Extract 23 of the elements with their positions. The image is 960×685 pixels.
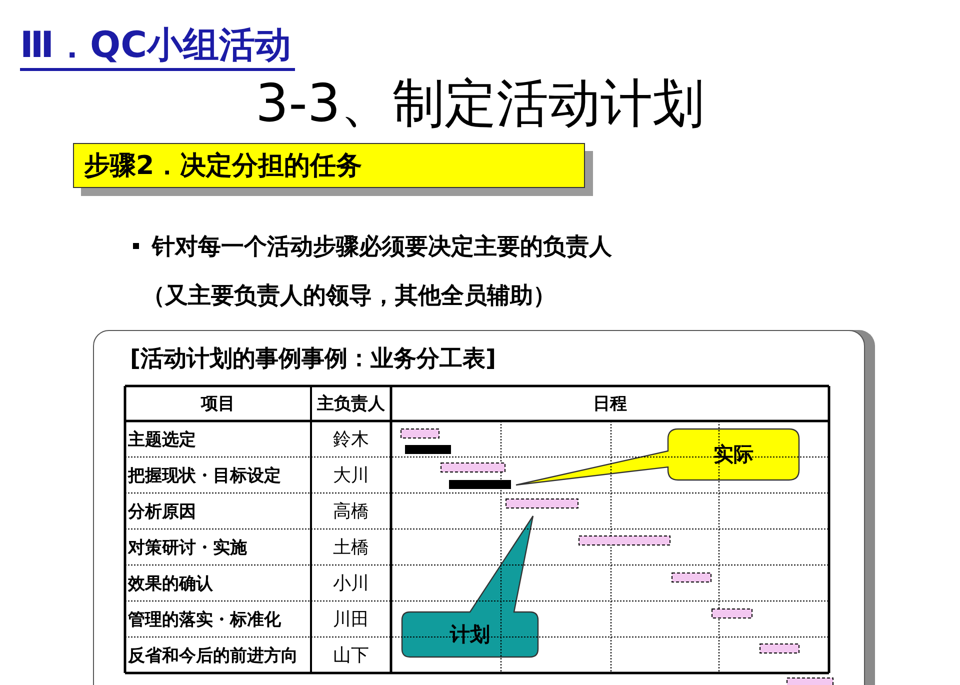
task-name: 把握现状・目标设定 xyxy=(128,465,282,488)
task-name: 对策研讨・实施 xyxy=(128,537,248,560)
owner-name: 土橋 xyxy=(332,536,370,560)
owner-name: 川田 xyxy=(332,608,370,632)
callout-box: 计划 xyxy=(402,516,538,657)
section-heading: Ⅲ．QC小组活动 xyxy=(20,24,296,71)
column-header: 日程 xyxy=(592,393,628,416)
column-header: 主负责人 xyxy=(316,393,386,416)
note-text: （又主要负责人的领导，其他全员辅助） xyxy=(142,282,556,311)
title: 3-3、制定活动计划 xyxy=(254,73,706,136)
task-name: 反省和今后的前进方向 xyxy=(128,645,299,668)
task-name: 主题选定 xyxy=(128,429,197,452)
task-name: 管理的落实・标准化 xyxy=(128,609,282,632)
task-name: 分析原因 xyxy=(128,501,197,524)
owner-name: 小川 xyxy=(332,572,370,596)
panel-heading: [活动计划的事例事例：业务分工表] xyxy=(130,345,496,374)
column-header: 项目 xyxy=(200,393,236,416)
owner-name: 大川 xyxy=(332,464,370,488)
bullet-text: 针对每一个活动步骤必须要决定主要的负责人 xyxy=(152,233,612,262)
task-name: 效果的确认 xyxy=(128,573,214,596)
owner-name: 高橋 xyxy=(332,500,370,524)
owner-name: 鈴木 xyxy=(332,428,370,452)
owner-name: 山下 xyxy=(332,644,370,668)
